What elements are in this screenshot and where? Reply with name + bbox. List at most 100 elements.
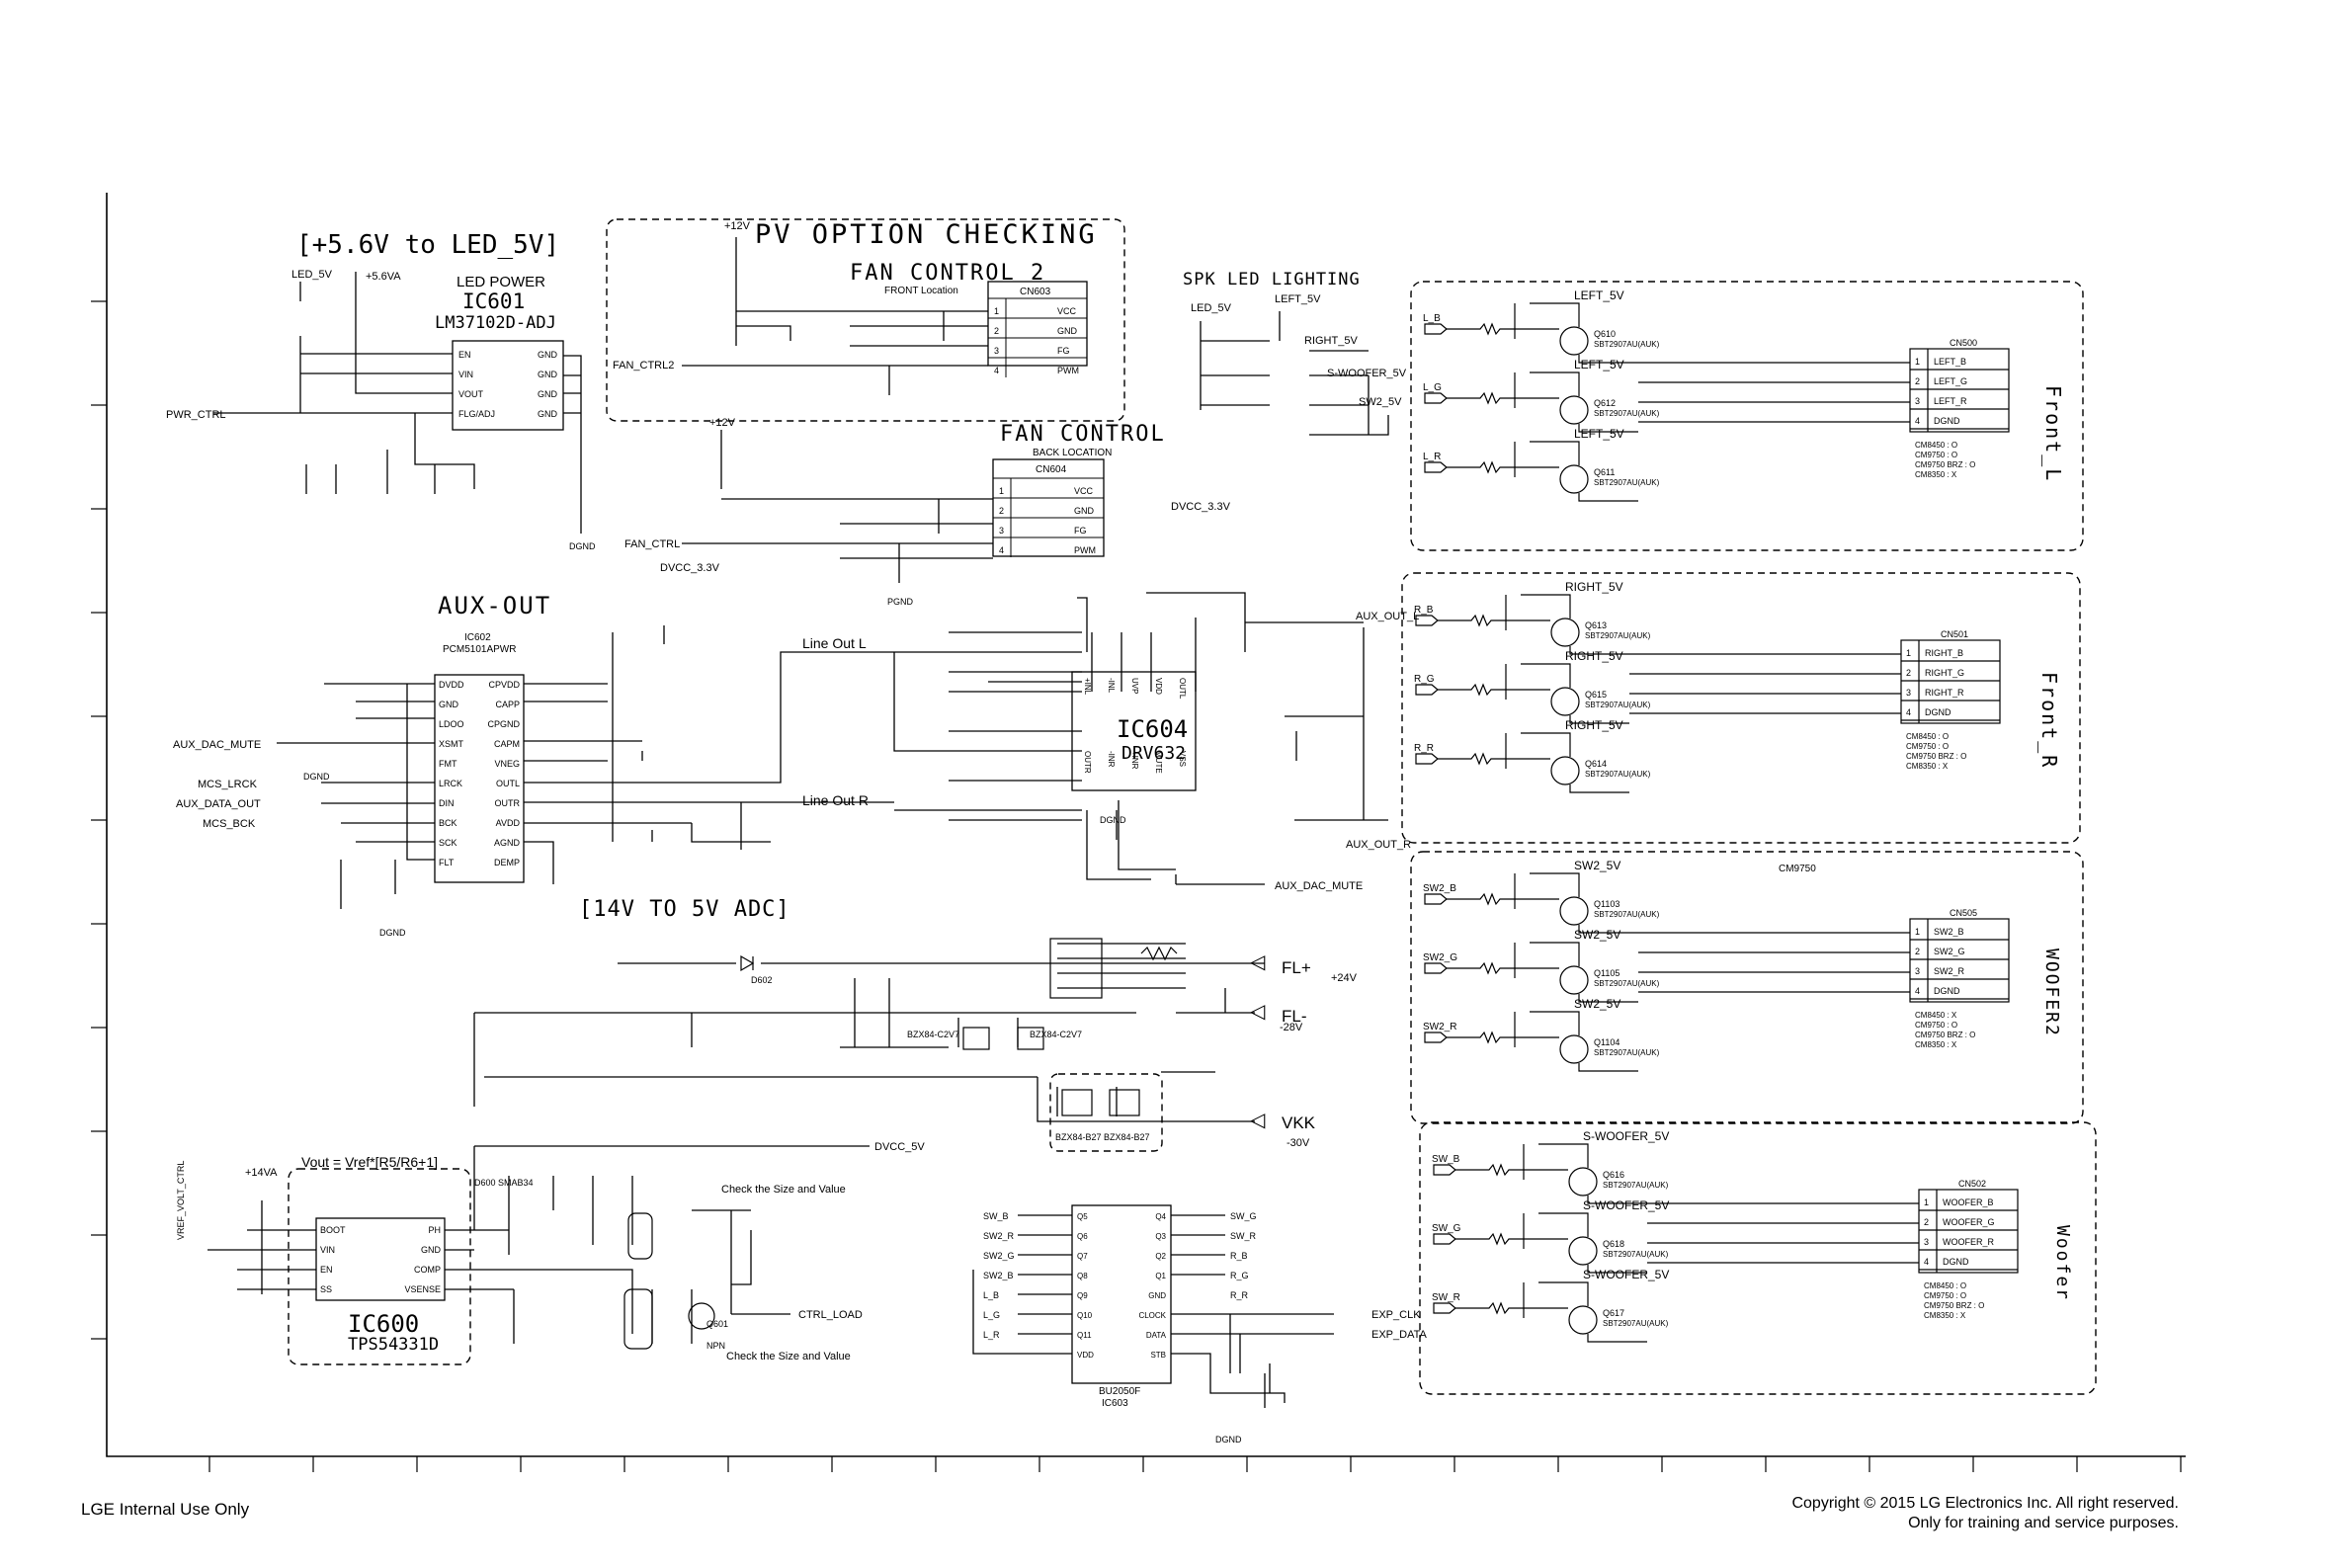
- section-woofer: SW_BS-WOOFER_5VQ616SBT2907AU(AUK)SW_GS-W…: [1432, 1129, 2019, 1343]
- title-front-l: Front_L: [2041, 385, 2065, 482]
- front-l-box: [1410, 281, 2084, 551]
- cn505-num-2: 2: [1915, 947, 1920, 956]
- cn501-num-4: 4: [1906, 707, 1911, 717]
- ic603-pin-data-r6: DATA: [1146, 1331, 1167, 1340]
- ic603-out-r_b: R_B: [1230, 1251, 1248, 1261]
- ic602-pin-avdd-r7: AVDD: [496, 818, 521, 828]
- net-minus30: -30V: [1287, 1137, 1310, 1149]
- ic601-pin-gnd-r0: GND: [538, 350, 558, 360]
- cn501-pin-right-r: RIGHT_R: [1925, 688, 1964, 698]
- ic604-pin-top-3: VDD: [1154, 678, 1163, 695]
- cn500-ref: CN500: [1950, 338, 1977, 348]
- cn603-pin-pwm: PWM: [1057, 366, 1079, 375]
- cn505-model-3: CM8350 : X: [1915, 1040, 1957, 1049]
- d602-label: D602: [751, 975, 773, 985]
- q-q615: Q615: [1585, 690, 1607, 700]
- rail-front_r-2: RIGHT_5V: [1565, 718, 1623, 732]
- ic600-part: TPS54331D: [348, 1335, 439, 1355]
- cn502-model-1: CM9750 : O: [1924, 1291, 1966, 1300]
- ic602-pin-dvdd: DVDD: [439, 680, 464, 690]
- cn500-pin-left-b: LEFT_B: [1934, 357, 1966, 367]
- cn502-ref: CN502: [1958, 1179, 1986, 1189]
- ic603-out-r_r: R_R: [1230, 1290, 1249, 1300]
- ic600-pin-boot: BOOT: [320, 1225, 346, 1235]
- ic604-pin-bot-0: OUTR: [1083, 751, 1092, 774]
- led-channel-sections: L_BLEFT_5VQ610SBT2907AU(AUK)L_GLEFT_5VQ6…: [1414, 289, 2019, 1343]
- ic603-pin-q3-r1: Q3: [1155, 1232, 1166, 1241]
- section-titles: [+5.6V to LED_5V] PV OPTION CHECKING FAN…: [296, 219, 2073, 1301]
- net-line-out-l: Line Out L: [802, 635, 867, 651]
- ic602-pin-cpgnd-r2: CPGND: [487, 719, 520, 729]
- net-minus28: -28V: [1280, 1022, 1303, 1033]
- footer-copyright-line2: Only for training and service purposes.: [1908, 1515, 2179, 1531]
- ic603-pin-q1-r3: Q1: [1155, 1272, 1166, 1280]
- net-vkk: VKK: [1282, 1114, 1316, 1132]
- ic602-pin-vneg-r4: VNEG: [494, 759, 520, 769]
- net-dvcc33-b: DVCC_3.3V: [1171, 501, 1231, 513]
- footer-copyright: Copyright © 2015 LG Electronics Inc. All…: [1791, 1494, 2179, 1533]
- q-q610: Q610: [1594, 329, 1616, 339]
- pv-option-box: [606, 218, 1125, 422]
- ic601-ref: IC601: [462, 289, 525, 313]
- q-part-q616: SBT2907AU(AUK): [1603, 1181, 1669, 1190]
- svg-text:◁: ◁: [1250, 1001, 1266, 1023]
- q-part-q618: SBT2907AU(AUK): [1603, 1250, 1669, 1259]
- ic601-pin-en: EN: [458, 350, 471, 360]
- net-left5v-spk: LEFT_5V: [1275, 293, 1321, 305]
- ic604-pin-bot-1: -INR: [1107, 751, 1116, 768]
- cn502-num-2: 2: [1924, 1217, 1929, 1227]
- q-q611: Q611: [1594, 467, 1615, 477]
- cn500-pin-dgnd: DGND: [1934, 416, 1960, 426]
- ic603-in-l_g: L_G: [983, 1310, 1000, 1320]
- net-led-5v: LED_5V: [291, 269, 333, 281]
- chan-in-r_r: R_R: [1414, 743, 1434, 754]
- zener-606-label: BZX84-B27: [1055, 1132, 1102, 1142]
- cn500-pin-left-g: LEFT_G: [1934, 376, 1967, 386]
- section-front-l: L_BLEFT_5VQ610SBT2907AU(AUK)L_GLEFT_5VQ6…: [1423, 289, 2010, 502]
- ic603-out-r_g: R_G: [1230, 1271, 1249, 1280]
- ic600: IC600 TPS54331D Vout = Vref*[R5/R6+1] BO…: [301, 1154, 446, 1355]
- q-part-q614: SBT2907AU(AUK): [1585, 770, 1651, 779]
- q-q613: Q613: [1585, 620, 1607, 630]
- svg-text:◁: ◁: [1250, 951, 1266, 973]
- ic603-pin-vdd: VDD: [1077, 1351, 1094, 1360]
- ic600-pin-en: EN: [320, 1265, 333, 1275]
- net-aux-out-r: AUX_OUT_R: [1346, 839, 1411, 851]
- net-mcs-bck: MCS_BCK: [203, 818, 256, 830]
- ic603: BU2050F IC603 Q5Q6Q7Q8Q9Q10Q11VDDQ4Q3Q2Q…: [983, 1204, 1257, 1409]
- title-front-r: Front_R: [2037, 672, 2061, 769]
- ic604-pin-bot-3: MUTE: [1154, 751, 1163, 774]
- q-q612: Q612: [1594, 398, 1616, 408]
- ic603-pin-q4-r0: Q4: [1155, 1212, 1166, 1221]
- svg-text:◁: ◁: [1250, 1110, 1266, 1131]
- q-part-q1104: SBT2907AU(AUK): [1594, 1048, 1660, 1057]
- component-symbols: ◁ ◁ ◁: [623, 938, 1266, 1350]
- cn603-pin-gnd: GND: [1057, 326, 1078, 336]
- ic603-pin-q5: Q5: [1077, 1212, 1088, 1221]
- ic603-pin-q7: Q7: [1077, 1252, 1088, 1261]
- q-part-q617: SBT2907AU(AUK): [1603, 1319, 1669, 1328]
- ic602-pin-bck: BCK: [439, 818, 457, 828]
- rail-front_r-1: RIGHT_5V: [1565, 649, 1623, 663]
- cn501-model-2: CM9750 BRZ : O: [1906, 752, 1966, 761]
- rail-woofer-1: S-WOOFER_5V: [1583, 1198, 1669, 1212]
- net-dgnd-2: DGND: [379, 928, 406, 938]
- cn603-pin-num-1: 1: [994, 306, 999, 316]
- q-q1103: Q1103: [1594, 899, 1619, 909]
- footer-internal-use: LGE Internal Use Only: [81, 1500, 250, 1519]
- cn502-model-0: CM8450 : O: [1924, 1281, 1966, 1290]
- cn505-model-0: CM8450 : X: [1915, 1011, 1957, 1020]
- ic603-pin-clock-r5: CLOCK: [1138, 1311, 1166, 1320]
- title-woofer: Woofer: [2052, 1225, 2073, 1301]
- cn500-num-4: 4: [1915, 416, 1920, 426]
- net-12v-b: +12V: [709, 417, 736, 429]
- cn502-pin-woofer-g: WOOFER_G: [1943, 1217, 1995, 1227]
- ic601-pin-vin: VIN: [458, 370, 473, 379]
- ic600-pin-ph-r0: PH: [428, 1225, 441, 1235]
- ic603-in-sw2_g: SW2_G: [983, 1251, 1015, 1261]
- ic601-pin-flg-adj: FLG/ADJ: [458, 409, 495, 419]
- q-part-q615: SBT2907AU(AUK): [1585, 701, 1651, 709]
- ic601-pin-gnd-r2: GND: [538, 389, 558, 399]
- rail-woofer2-1: SW2_5V: [1574, 928, 1620, 942]
